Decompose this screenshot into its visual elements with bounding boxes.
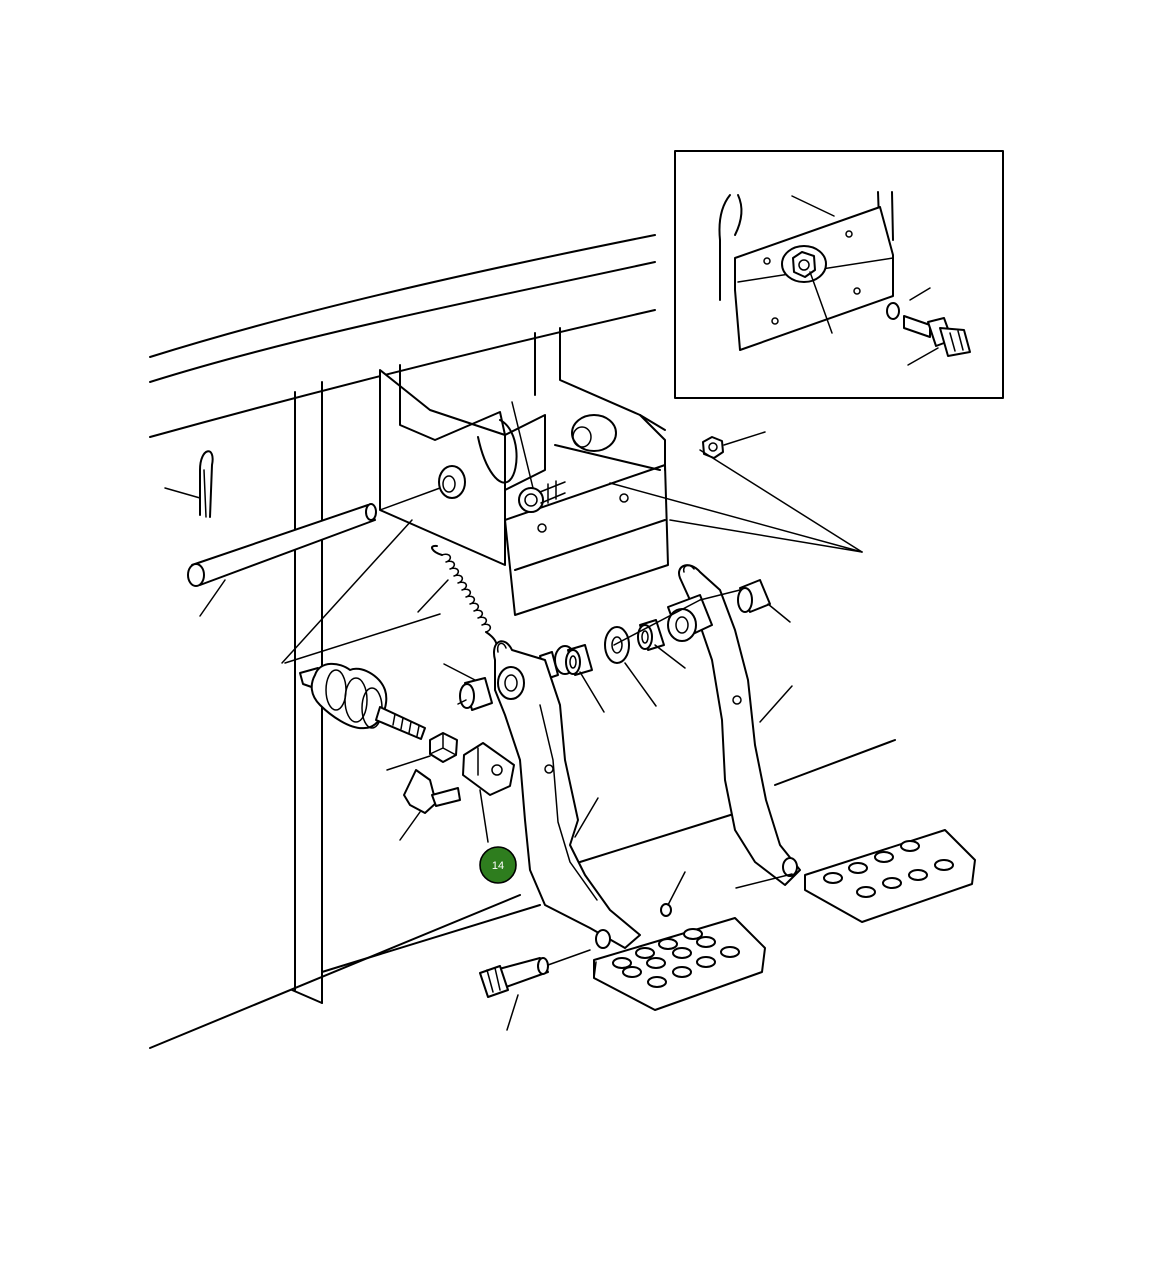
callout-14-label: 14: [492, 860, 504, 872]
pivot-shaft: [187, 487, 441, 587]
clutch-pedal: [667, 564, 976, 923]
clevis-clip: [403, 769, 461, 814]
nut-upper: [702, 431, 766, 459]
bushing-right: [637, 619, 665, 651]
bushing-far: [737, 579, 771, 613]
leader-lines: [164, 449, 863, 1031]
cotter-pin: [199, 450, 214, 518]
inset-detail: [674, 150, 1004, 399]
pedal-bracket: [379, 364, 669, 616]
brake-pedal: [493, 640, 766, 1011]
washer: [604, 626, 630, 664]
callout-14-marker[interactable]: 14: [479, 846, 517, 884]
return-spring: [430, 544, 498, 653]
retaining-ring: [660, 903, 672, 917]
bushing-left: [459, 677, 493, 711]
clevis: [462, 742, 515, 796]
bushing-mid: [565, 644, 593, 676]
jam-nut: [429, 732, 458, 763]
pushrod-boot: [299, 662, 426, 740]
clevis-pin: [479, 957, 549, 998]
